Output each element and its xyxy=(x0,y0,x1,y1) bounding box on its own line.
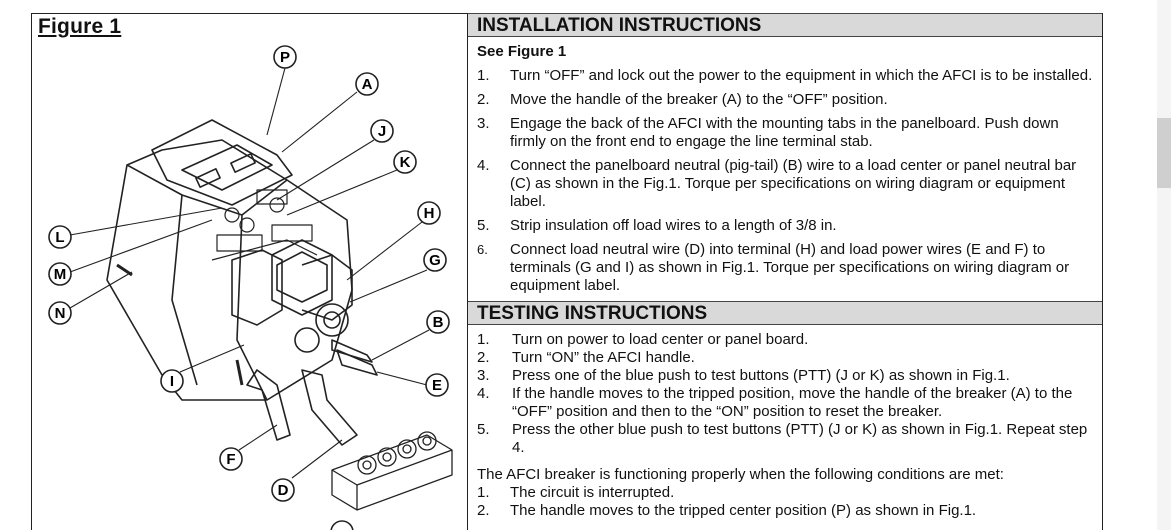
test-step: 4.If the handle moves to the tripped pos… xyxy=(477,385,1073,420)
test-step: 2.Turn “ON” the AFCI handle. xyxy=(477,349,695,366)
installation-header: INSTALLATION INSTRUCTIONS xyxy=(468,13,1102,37)
terminal-h xyxy=(271,239,333,316)
callout-m: M xyxy=(48,262,72,286)
svg-text:I: I xyxy=(170,373,174,390)
svg-text:H: H xyxy=(424,205,435,222)
install-step: 5.Strip insulation off load wires to a l… xyxy=(477,217,837,234)
see-figure-note: See Figure 1 xyxy=(477,43,567,60)
install-step: 6.Connect load neutral wire (D) into ter… xyxy=(477,241,1070,294)
install-step: 1.Turn “OFF” and lock out the power to t… xyxy=(477,67,1093,84)
figure-title: Figure 1 xyxy=(38,15,122,38)
install-step: 4.Connect the panelboard neutral (pig-ta… xyxy=(477,157,1077,210)
neutral-bar xyxy=(331,431,453,511)
svg-text:M: M xyxy=(54,266,67,283)
install-step: 3.Engage the back of the AFCI with the m… xyxy=(477,115,1059,150)
callout-e: E xyxy=(425,373,449,397)
test-step: 1.Turn on power to load center or panel … xyxy=(477,331,809,348)
breaker-top xyxy=(151,119,293,206)
callout-j: J xyxy=(370,119,394,143)
callout-f: F xyxy=(219,447,243,471)
testing-header: TESTING INSTRUCTIONS xyxy=(468,301,1102,325)
breaker-body xyxy=(106,139,353,401)
svg-text:K: K xyxy=(400,154,411,171)
svg-text:G: G xyxy=(429,252,441,269)
wire-b xyxy=(331,339,373,363)
frame-border-left xyxy=(31,13,32,530)
terminal-g xyxy=(301,254,353,321)
callout-n: N xyxy=(48,301,72,325)
test-step: 5.Press the other blue push to test butt… xyxy=(477,421,1088,456)
scrollbar-track[interactable] xyxy=(1157,0,1171,530)
wire-e xyxy=(336,349,378,376)
condition-item: 2.The handle moves to the tripped center… xyxy=(477,502,977,519)
wire-d xyxy=(301,369,358,446)
test-step: 3.Press one of the blue push to test but… xyxy=(477,367,1010,384)
callout-b: B xyxy=(426,310,450,334)
callout-labels: P A J K H L G M N B E I F D xyxy=(48,45,450,502)
svg-text:E: E xyxy=(432,377,442,394)
callout-k: K xyxy=(393,150,417,174)
svg-text:F: F xyxy=(226,451,235,468)
svg-text:A: A xyxy=(362,76,373,93)
callout-a: A xyxy=(355,72,379,96)
callout-h: H xyxy=(417,201,441,225)
install-step: 2.Move the handle of the breaker (A) to … xyxy=(477,91,888,108)
callout-l: L xyxy=(48,225,72,249)
callout-p: P xyxy=(273,45,297,69)
callout-g: G xyxy=(423,248,447,272)
callout-i: I xyxy=(160,369,184,393)
frame-divider xyxy=(467,13,468,530)
condition-list: 1.The circuit is interrupted. 2.The hand… xyxy=(477,484,1097,520)
testing-steps: 1.Turn on power to load center or panel … xyxy=(477,331,1097,457)
conditions-intro: The AFCI breaker is functioning properly… xyxy=(477,466,1004,483)
svg-text:B: B xyxy=(433,314,444,331)
installation-steps: 1.Turn “OFF” and lock out the power to t… xyxy=(477,67,1097,301)
svg-text:D: D xyxy=(278,482,289,499)
scrollbar-thumb[interactable] xyxy=(1157,118,1171,188)
afci-breaker-diagram: P A J K H L G M N B E I F D xyxy=(48,45,453,530)
wire-f xyxy=(246,369,291,441)
frame-border-right xyxy=(1102,13,1103,530)
svg-text:P: P xyxy=(280,49,290,66)
svg-text:J: J xyxy=(378,123,386,140)
callout-d: D xyxy=(271,478,295,502)
svg-text:L: L xyxy=(55,229,64,246)
condition-item: 1.The circuit is interrupted. xyxy=(477,484,675,501)
svg-text:N: N xyxy=(55,305,66,322)
